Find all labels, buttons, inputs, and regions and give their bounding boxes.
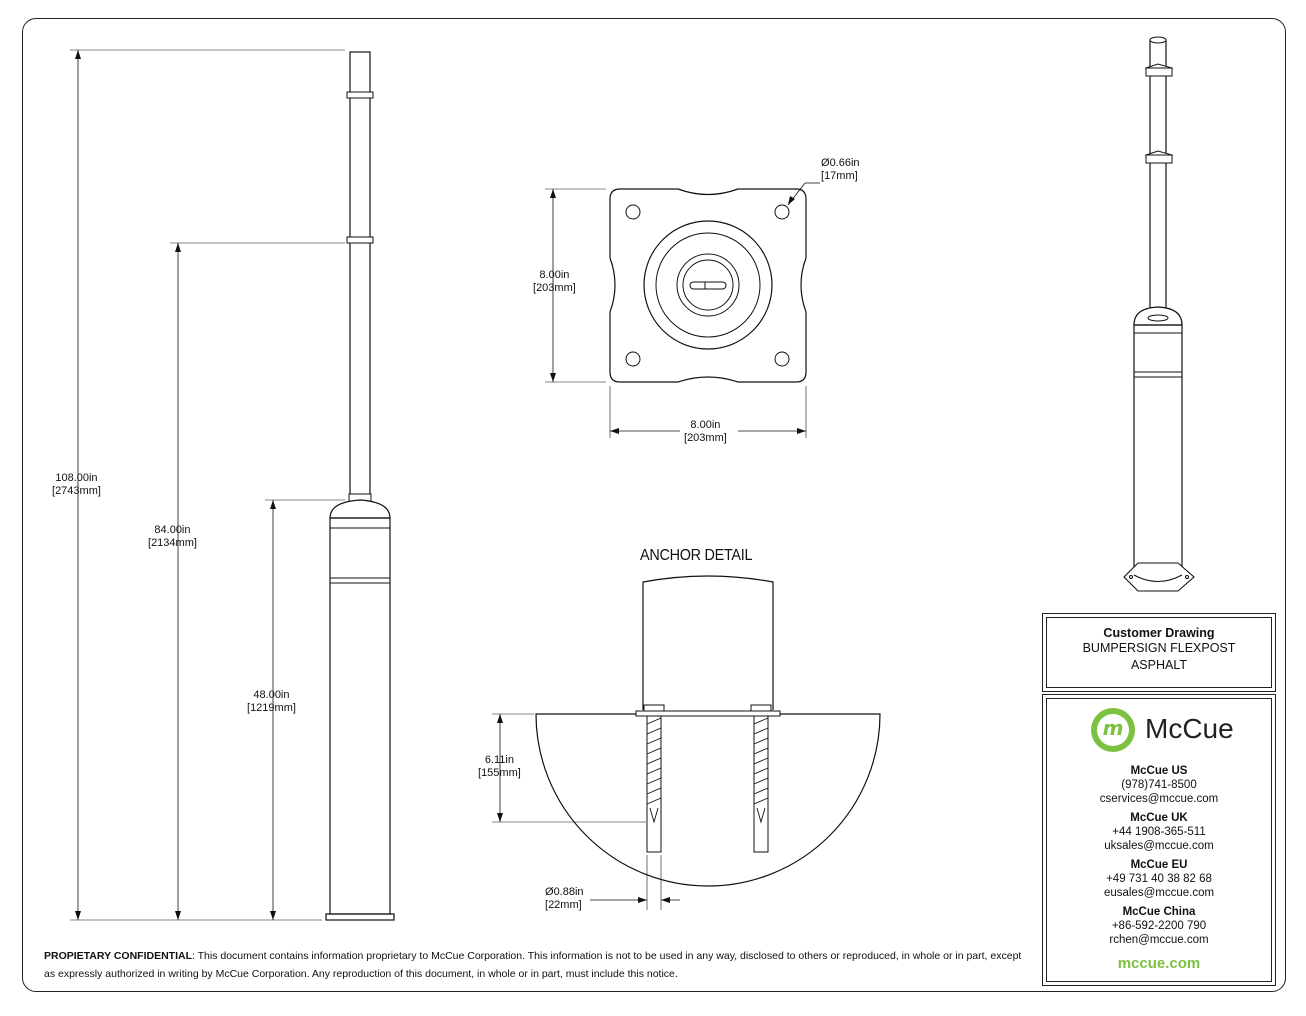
anchor-detail-title: ANCHOR DETAIL	[640, 547, 753, 564]
dim-overall-height: 108.00in 2743mm	[52, 472, 101, 498]
dim-hole-diameter: Ø0.66in 17mm	[821, 157, 860, 183]
drawing-border	[22, 18, 1286, 992]
office-china: McCue China +86-592-2200 790 rchen@mccue…	[1109, 906, 1209, 946]
logo-circle-icon	[1091, 708, 1135, 752]
confidential-notice: PROPIETARY CONFIDENTIAL: This document c…	[44, 950, 1022, 980]
base-plate-top-view	[545, 182, 820, 438]
office-uk: McCue UK +44 1908-365-511 uksales@mccue.…	[1104, 812, 1214, 852]
dim-84-height: 84.00in 2134mm	[148, 524, 197, 550]
mccue-logo: m McCue	[1047, 699, 1271, 759]
post-isometric-view	[1123, 36, 1195, 592]
post-elevation	[70, 49, 395, 921]
title-block-header: Customer Drawing BUMPERSIGN FLEXPOST ASP…	[1042, 613, 1276, 692]
dim-anchor-diameter: Ø0.88in 22mm	[545, 886, 584, 912]
title-block-company: m McCue McCue US (978)741-8500 cservices…	[1042, 694, 1276, 986]
dim-plate-width: 8.00in 203mm	[684, 419, 727, 445]
dim-anchor-depth: 6.11in 155mm	[478, 754, 521, 780]
title-block-heading: Customer Drawing	[1103, 626, 1215, 640]
anchor-detail-drawing	[492, 575, 881, 910]
title-block-line2: ASPHALT	[1130, 658, 1188, 672]
office-eu: McCue EU +49 731 40 38 82 68 eusales@mcc…	[1103, 859, 1215, 899]
dim-48-height: 48.00in 1219mm	[247, 689, 296, 715]
title-block-line1: BUMPERSIGN FLEXPOST	[1082, 641, 1236, 655]
website-link[interactable]: mccue.com	[1117, 955, 1201, 972]
office-us: McCue US (978)741-8500 cservices@mccue.c…	[1099, 765, 1219, 805]
dim-plate-height: 8.00in 203mm	[533, 269, 576, 295]
